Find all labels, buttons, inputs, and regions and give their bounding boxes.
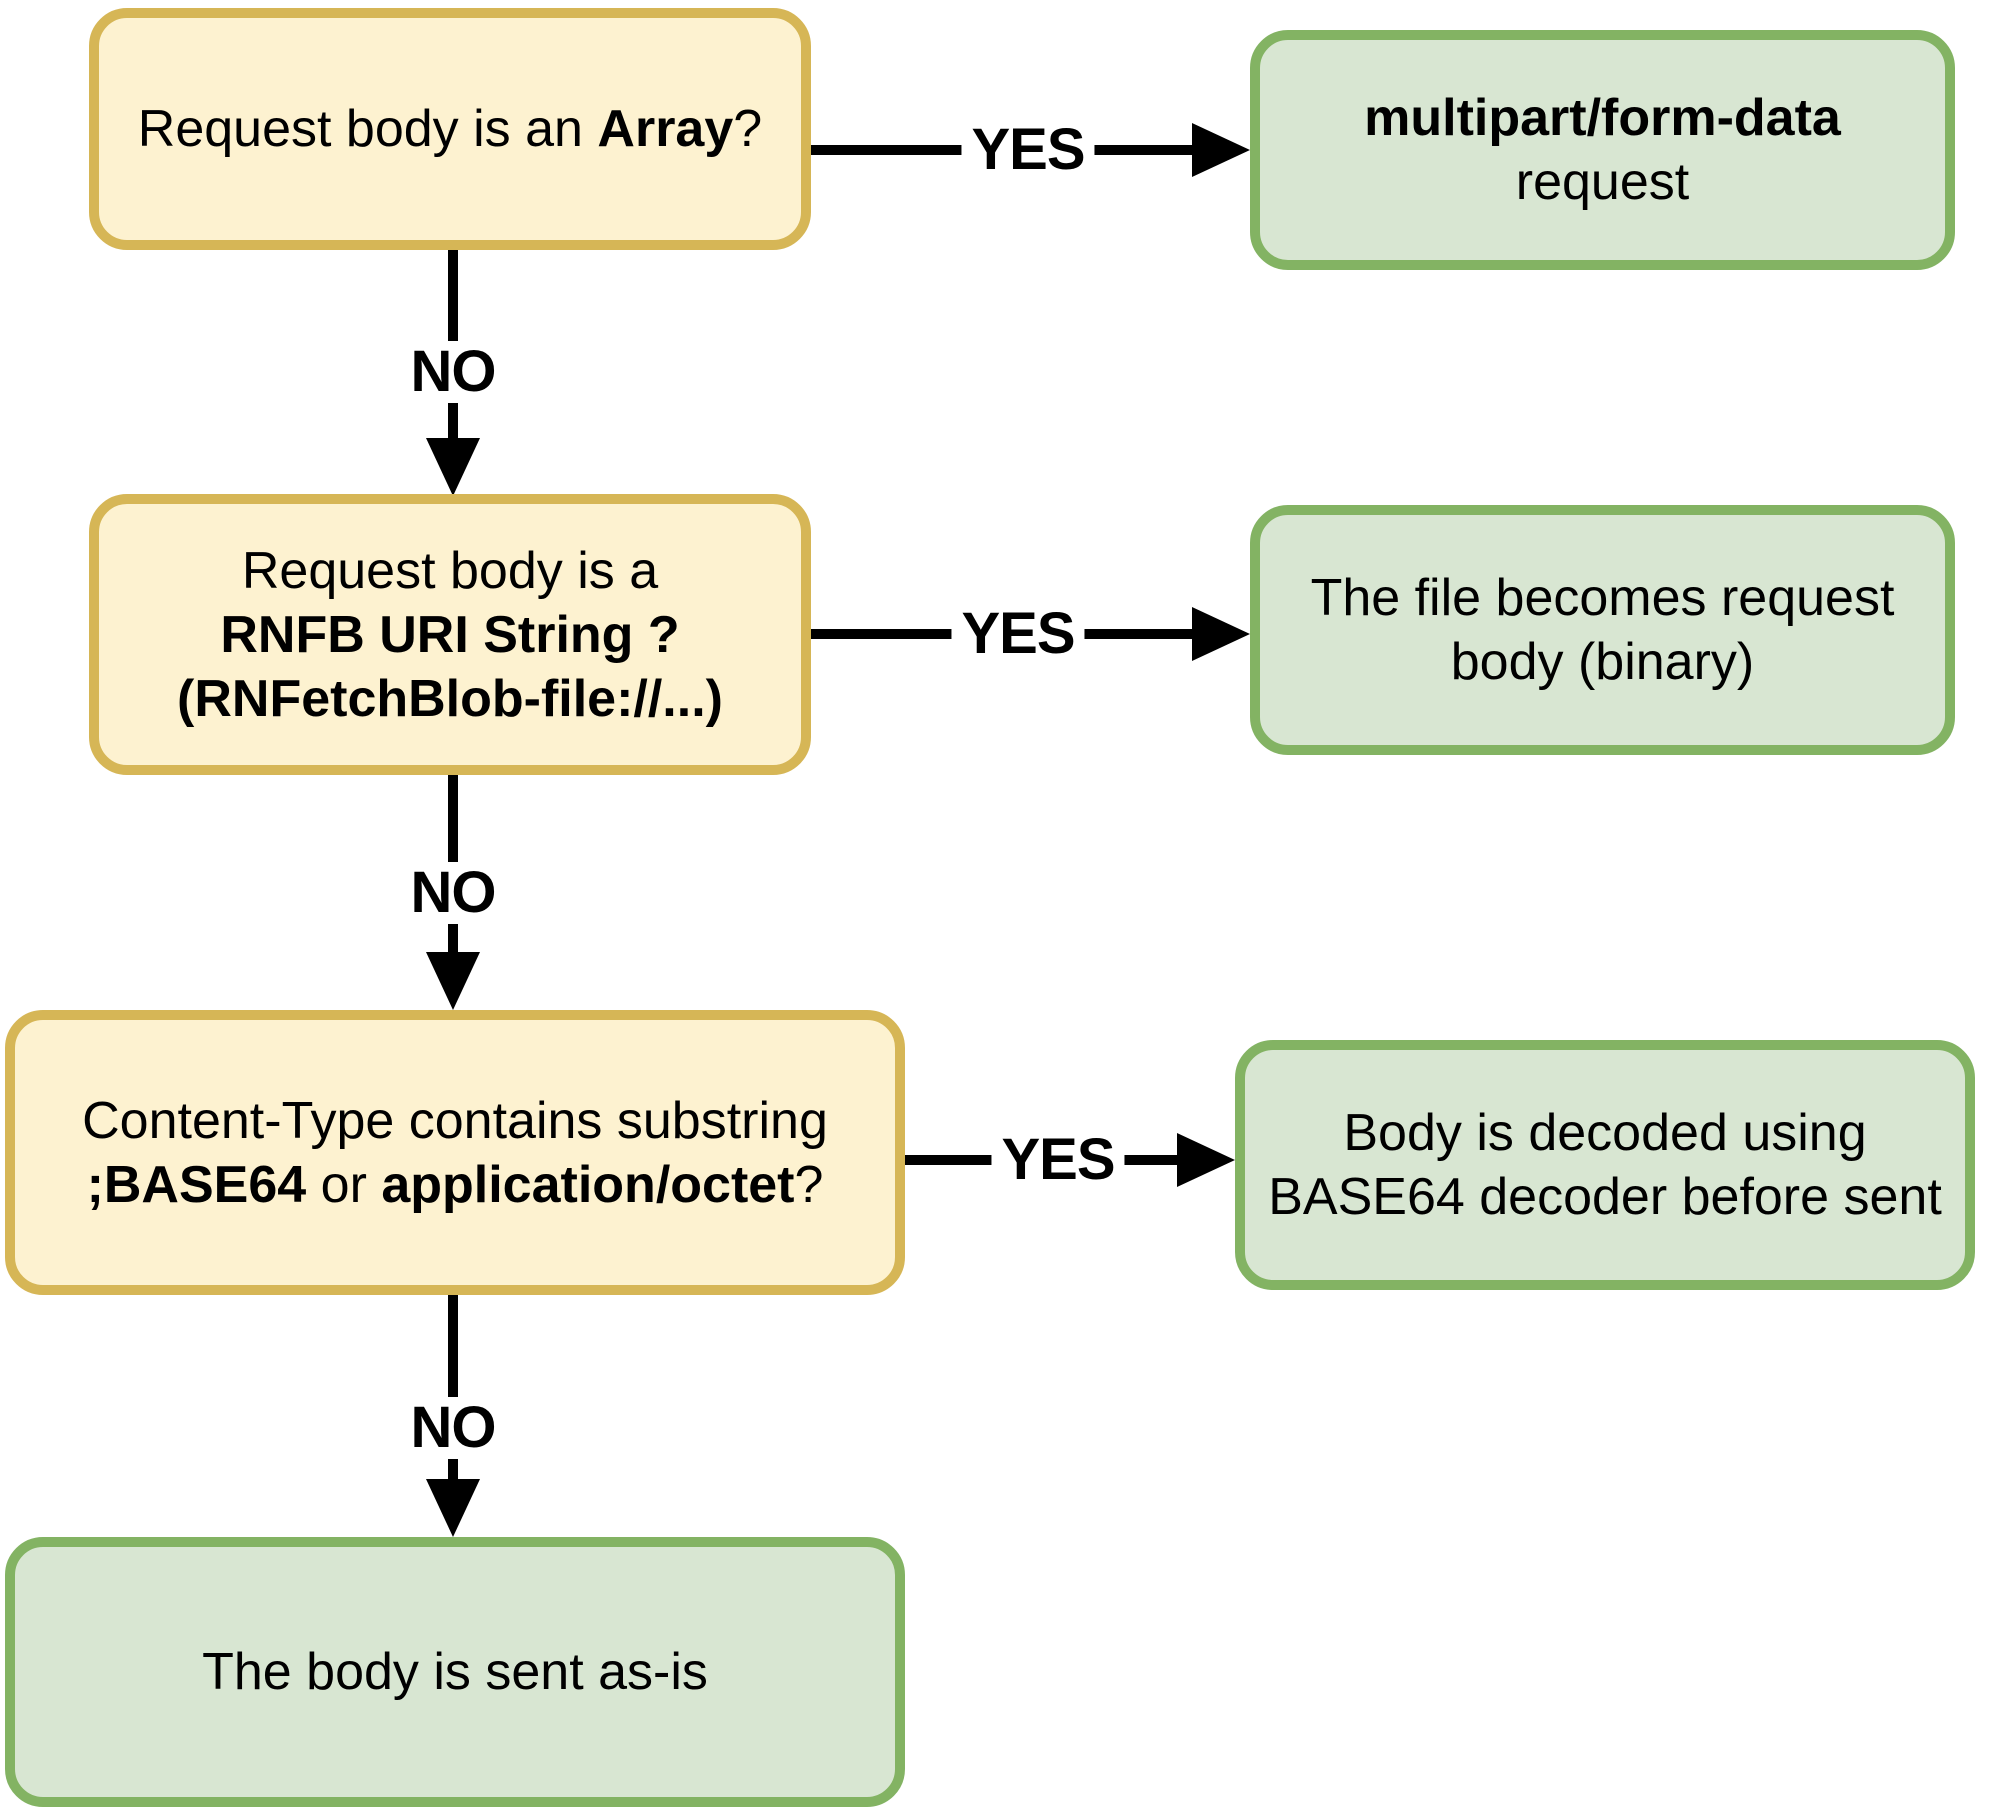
label-segment: body (binary)	[1450, 633, 1755, 691]
node-question-rnfb-uri: Request body is a RNFB URI String ? (RNF…	[89, 494, 811, 775]
node-label-line: body (binary)	[1451, 630, 1754, 694]
node-label-line: Content-Type contains substring	[82, 1089, 828, 1153]
node-label-line: Request body is an Array?	[138, 97, 762, 161]
edge-line	[448, 1295, 458, 1479]
label-segment: RNFB URI String ?	[220, 605, 680, 664]
arrowhead-icon	[426, 952, 480, 1010]
label-segment: The file becomes request	[1310, 569, 1895, 627]
node-label-line: multipart/form-data	[1364, 86, 1841, 150]
node-label-line: BASE64 decoder before sent	[1268, 1165, 1942, 1229]
node-result-multipart: multipart/form-data request	[1250, 30, 1955, 270]
arrowhead-icon	[426, 1479, 480, 1537]
label-segment: ?	[794, 1155, 824, 1214]
label-segment: BASE64 decoder before sent	[1268, 1168, 1942, 1226]
node-label-line: RNFB URI String ?	[220, 603, 679, 667]
node-question-content-type: Content-Type contains substring ;BASE64 …	[5, 1010, 905, 1295]
label-segment: Request body is an	[137, 100, 598, 158]
label-segment: ;BASE64	[86, 1155, 307, 1214]
edge-label-no: NO	[400, 862, 506, 924]
arrowhead-icon	[426, 438, 480, 496]
label-segment: ?	[733, 100, 763, 158]
edge-label-yes: YES	[951, 603, 1085, 665]
node-result-sent-as-is: The body is sent as-is	[5, 1537, 905, 1807]
label-segment: or	[306, 1155, 382, 1214]
arrowhead-icon	[1177, 1133, 1235, 1187]
edge-label-no: NO	[400, 341, 506, 403]
label-segment: Request body is a	[241, 541, 659, 600]
node-label-line: ;BASE64 or application/octet?	[87, 1153, 824, 1217]
edge-label-no: NO	[400, 1397, 506, 1459]
node-result-file-binary: The file becomes request body (binary)	[1250, 505, 1955, 755]
node-label-line: Body is decoded using	[1343, 1101, 1866, 1165]
arrowhead-icon	[1192, 123, 1250, 177]
label-segment: Array	[597, 100, 734, 158]
node-label-line: (RNFetchBlob-file://...)	[177, 667, 723, 731]
label-segment: (RNFetchBlob-file://...)	[177, 669, 723, 728]
edge-label-yes: YES	[961, 119, 1095, 181]
label-segment: Body is decoded using	[1343, 1104, 1867, 1162]
edge-label-yes: YES	[991, 1129, 1125, 1191]
label-segment: multipart/form-data	[1364, 89, 1841, 147]
label-segment: The body is sent as-is	[202, 1643, 708, 1701]
arrowhead-icon	[1192, 607, 1250, 661]
label-segment: request	[1515, 153, 1690, 211]
node-result-base64-decoded: Body is decoded using BASE64 decoder bef…	[1235, 1040, 1975, 1290]
node-label-line: The file becomes request	[1311, 566, 1895, 630]
node-label-line: Request body is a	[242, 539, 658, 603]
node-question-array: Request body is an Array?	[89, 8, 811, 250]
node-label-line: The body is sent as-is	[202, 1640, 708, 1704]
label-segment: application/octet	[381, 1155, 795, 1214]
label-segment: Content-Type contains substring	[82, 1091, 828, 1150]
node-label-line: request	[1516, 150, 1689, 214]
